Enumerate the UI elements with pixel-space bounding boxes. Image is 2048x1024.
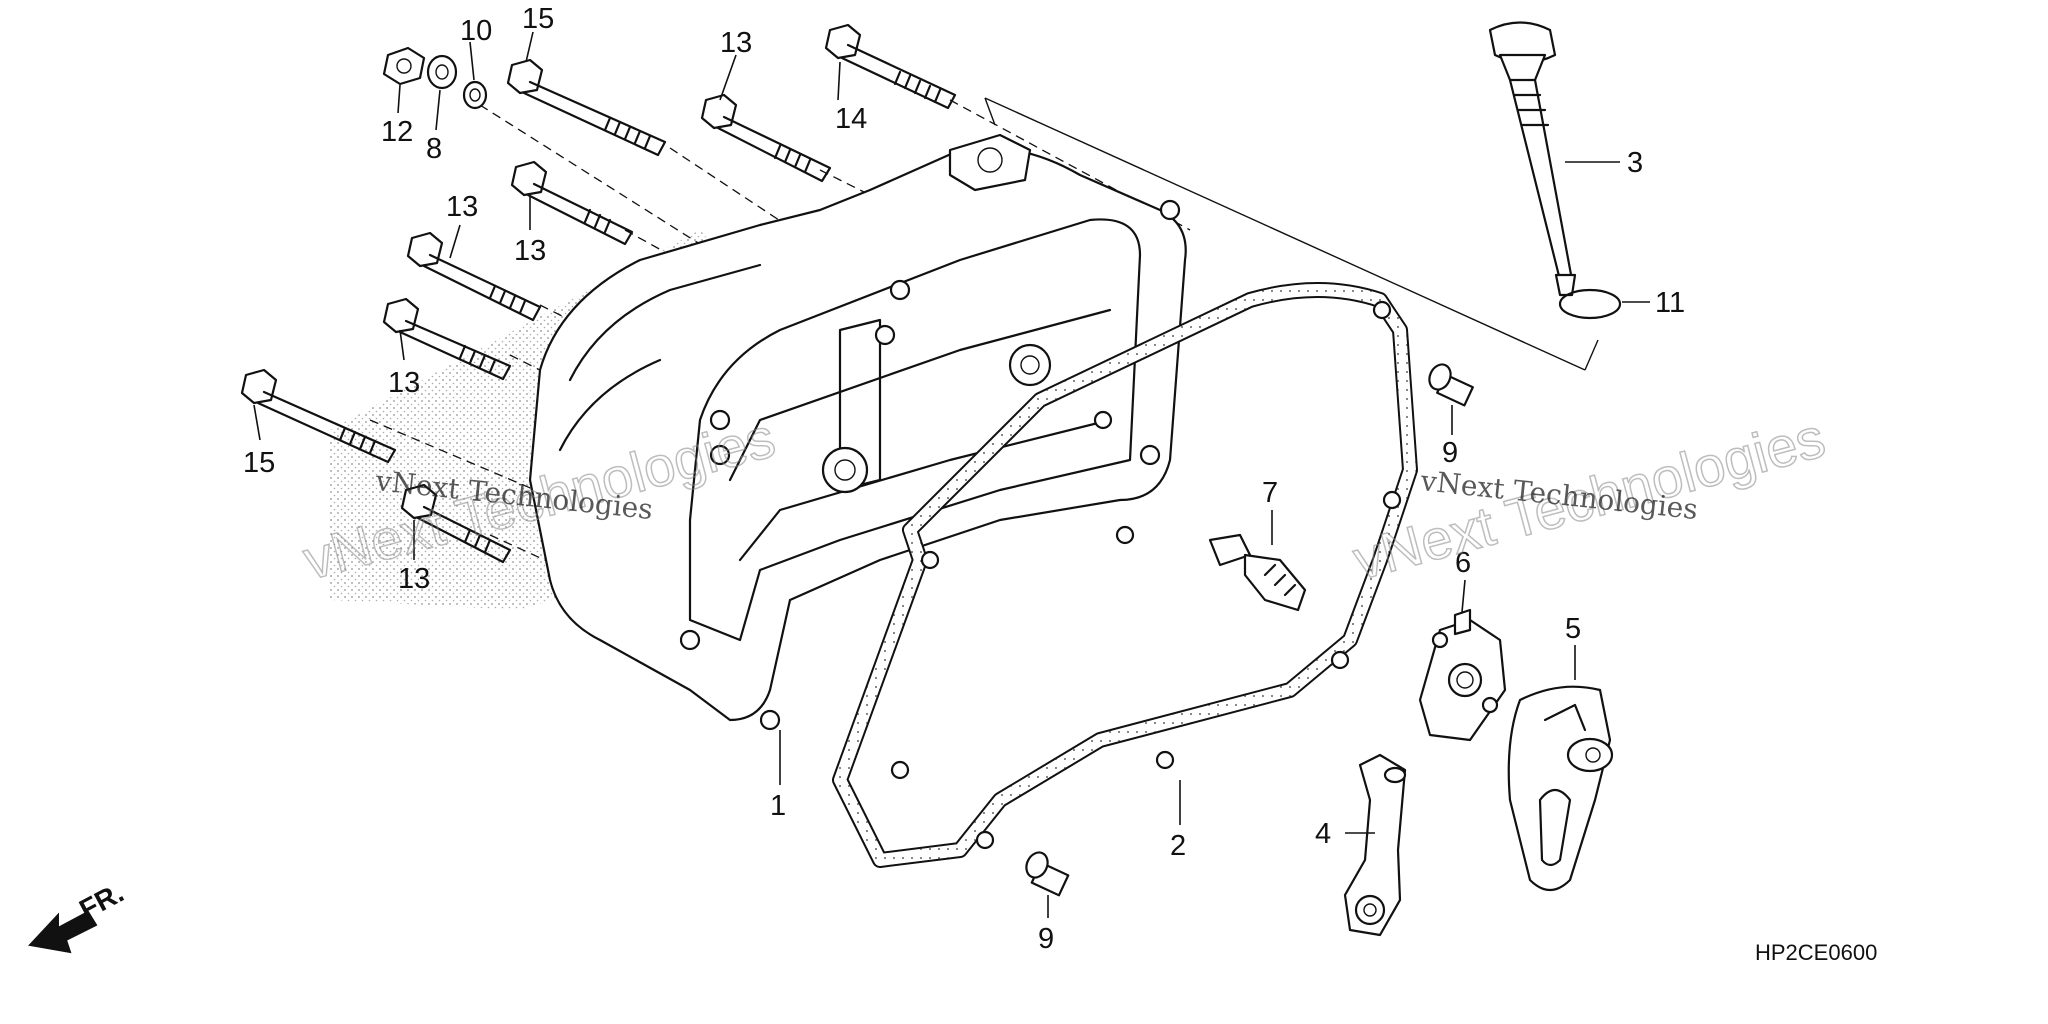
bolt-13-top xyxy=(700,93,832,183)
callout-13: 13 xyxy=(388,367,420,399)
callout-6: 6 xyxy=(1455,547,1471,579)
callouts: 10 15 13 14 12 8 13 13 13 15 13 3 11 9 7… xyxy=(243,3,1685,955)
callout-3: 3 xyxy=(1627,147,1643,179)
bolt-15-top xyxy=(506,58,667,157)
callout-8: 8 xyxy=(426,133,442,165)
callout-14: 14 xyxy=(835,103,867,135)
front-arrow: FR. xyxy=(28,877,129,954)
watermark-right: vNext Technologies vNext Technologies xyxy=(1346,405,1832,593)
bolt-13-bottom xyxy=(400,483,512,564)
callout-2: 2 xyxy=(1170,830,1186,862)
callout-5: 5 xyxy=(1565,613,1581,645)
bolt-13-left-lower xyxy=(382,297,512,381)
callout-15: 15 xyxy=(522,3,554,35)
cover-gasket xyxy=(832,282,1418,868)
callout-10: 10 xyxy=(460,15,492,47)
dowel-pin-lower xyxy=(1025,851,1070,897)
oil-dipstick xyxy=(1488,21,1577,297)
washer-10 xyxy=(462,80,488,110)
callout-13: 13 xyxy=(398,563,430,595)
callout-7: 7 xyxy=(1262,477,1278,509)
callout-4: 4 xyxy=(1315,818,1331,850)
callout-9: 9 xyxy=(1442,437,1458,469)
callout-13: 13 xyxy=(446,191,478,223)
diagram-code: HP2CE0600 xyxy=(1755,940,1877,965)
callout-13: 13 xyxy=(720,27,752,59)
callout-15: 15 xyxy=(243,447,275,479)
washer-8 xyxy=(426,54,458,90)
callout-12: 12 xyxy=(381,116,413,148)
bolt-13-mid xyxy=(510,160,634,246)
nut-12 xyxy=(382,46,426,86)
stud-7 xyxy=(1208,533,1307,612)
callout-9: 9 xyxy=(1038,923,1054,955)
o-ring xyxy=(1558,288,1622,320)
callout-11: 11 xyxy=(1655,287,1685,319)
leader-lines xyxy=(253,31,1650,918)
plate-5 xyxy=(1507,685,1614,892)
crankcase-cover xyxy=(528,133,1187,731)
callout-1: 1 xyxy=(770,790,786,822)
bracket-6 xyxy=(1418,608,1507,742)
bolt-14 xyxy=(824,23,957,110)
arm-4 xyxy=(1343,753,1407,937)
bolt-15-left xyxy=(240,368,397,464)
bolt-13-left-upper xyxy=(406,231,542,322)
dowel-pin-upper xyxy=(1428,363,1474,407)
callout-13: 13 xyxy=(514,235,546,267)
